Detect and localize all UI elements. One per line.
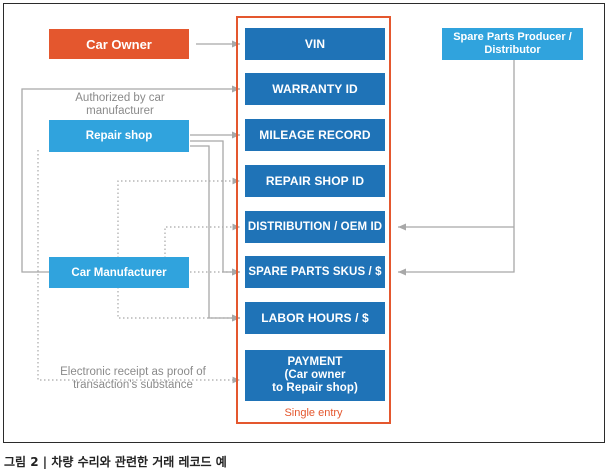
repairshop-to-skus-arrow [190, 140, 240, 276]
field-spare-parts-skus: SPARE PARTS SKUS / $ [245, 256, 385, 288]
field-payment: PAYMENT (Car owner to Repair shop) [245, 350, 385, 401]
single-entry-frame [236, 16, 391, 424]
field-repair-shop-id: REPAIR SHOP ID [245, 165, 385, 197]
field-vin: VIN [245, 28, 385, 60]
repairshop-to-labor-arrow [190, 145, 240, 322]
manufacturer-to-warranty-arrow [21, 85, 240, 273]
car-owner-box: Car Owner [49, 29, 189, 59]
authorized-note: Authorized by car manufacturer [75, 92, 165, 117]
car-manufacturer-box: Car Manufacturer [49, 257, 189, 288]
repairshop-to-payment-dotted [37, 150, 240, 384]
producer-to-distribution-arrow [398, 60, 515, 276]
manufacturer-to-labor-dotted [117, 287, 240, 322]
manufacturer-to-repairshopid-dotted [117, 177, 240, 258]
repair-shop-box: Repair shop [49, 120, 189, 152]
receipt-note: Electronic receipt as proof of transacti… [60, 366, 206, 391]
field-warranty-id: WARRANTY ID [245, 73, 385, 105]
figure-caption: 그림 2 | 차량 수리와 관련한 거래 레코드 예 [4, 455, 227, 469]
field-labor-hours: LABOR HOURS / $ [245, 302, 385, 334]
single-entry-label: Single entry [284, 407, 343, 419]
manufacturer-to-distribution-dotted [164, 223, 240, 258]
spare-parts-producer-box: Spare Parts Producer / Distributor [442, 28, 583, 60]
field-distribution-oem-id: DISTRIBUTION / OEM ID [245, 211, 385, 243]
field-mileage-record: MILEAGE RECORD [245, 119, 385, 151]
